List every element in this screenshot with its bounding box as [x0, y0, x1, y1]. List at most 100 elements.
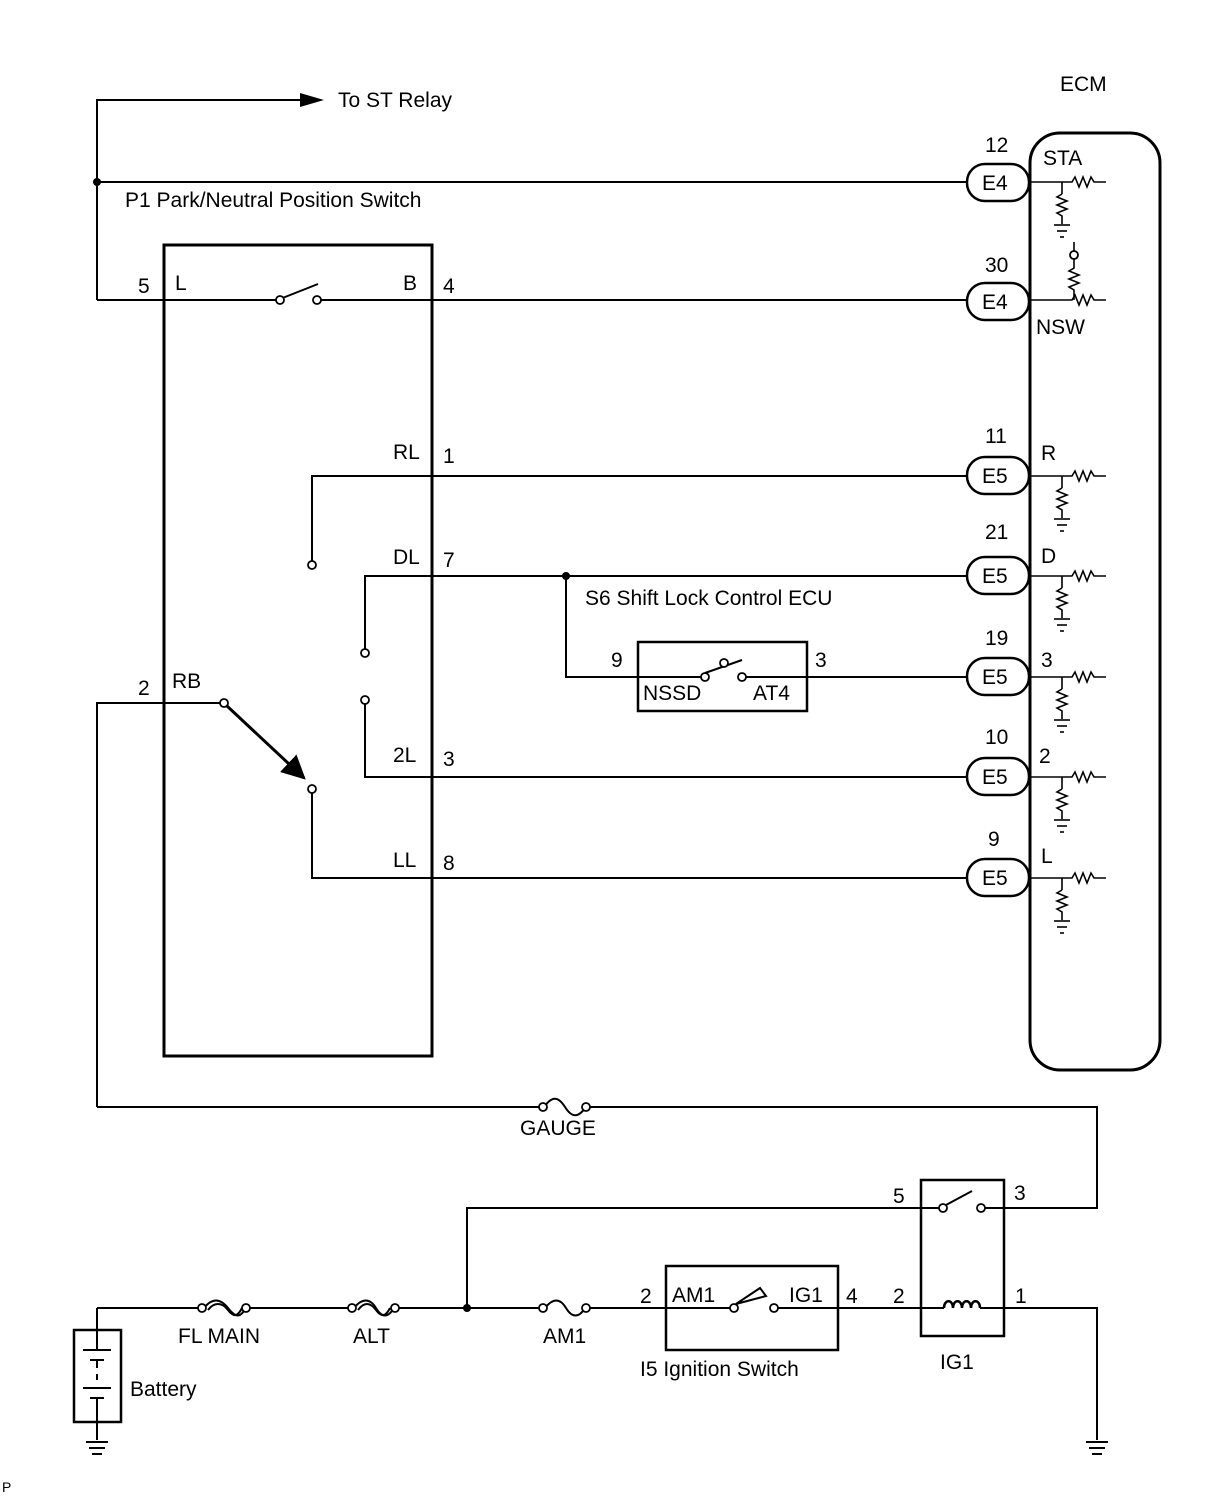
s6-terminal-at4: AT4: [753, 682, 790, 705]
ecm-resistor: [1062, 468, 1106, 484]
ecm-resistor: [1054, 487, 1070, 518]
s6-input-wire: [565, 576, 638, 678]
ecm-connector: [965, 281, 1031, 322]
relay-pin-1: 1: [1015, 1285, 1027, 1308]
p1-pin-1: 1: [443, 445, 455, 468]
am1-fuse: [538, 1299, 591, 1317]
ign-terminal-ig1: IG1: [789, 1284, 823, 1307]
gauge-wire: [590, 1106, 1098, 1209]
relay-pin-3: 3: [1014, 1182, 1026, 1205]
rl-wire: [311, 475, 968, 561]
ecm-signal-label: NSW: [1036, 316, 1085, 339]
ecm-pin-number: 19: [985, 627, 1008, 650]
ecm-resistor: [1062, 870, 1106, 886]
gauge-label: GAUGE: [520, 1117, 596, 1140]
fl-main-fuse: [197, 1299, 251, 1317]
p1-terminal-B: B: [403, 272, 417, 295]
battery-cells: [83, 1308, 111, 1440]
ecm-resistor: [1062, 292, 1106, 308]
ign-pin-4: 4: [846, 1285, 858, 1308]
relay-pin-2: 2: [893, 1285, 905, 1308]
to-st-relay-wire: [96, 93, 324, 300]
ecm-connector-label: E4: [982, 172, 1008, 195]
ecm-pin-number: 12: [985, 134, 1008, 157]
to-st-relay-label: To ST Relay: [338, 89, 452, 112]
ecm-signal-label: 3: [1041, 649, 1053, 672]
alt-fuse: [347, 1299, 400, 1317]
ground-symbol: [1086, 1441, 1108, 1455]
ecm-pin-number: 11: [985, 425, 1007, 448]
p1-pin-7: 7: [443, 549, 455, 572]
ecm-connector-label: E5: [982, 867, 1008, 890]
ecm-resistor: [1054, 688, 1070, 719]
p1-switch-label: P1 Park/Neutral Position Switch: [125, 189, 421, 212]
dl-contact: [360, 648, 370, 658]
ignition-switch-label: I5 Ignition Switch: [640, 1358, 799, 1381]
ecm-pin-number: 9: [988, 828, 1000, 851]
gauge-fuse: [538, 1097, 591, 1117]
relay-contact: [921, 1190, 1005, 1213]
ecm-resistor: [1062, 769, 1106, 785]
ecm-pin-number: 21: [985, 521, 1008, 544]
s6-terminal-nssd: NSSD: [643, 682, 701, 705]
battery-label: Battery: [130, 1378, 197, 1401]
ecm-box: [1028, 131, 1162, 1072]
ecm-resistor: [1062, 174, 1106, 190]
alt-label: ALT: [353, 1325, 390, 1348]
ll-wire: [311, 793, 968, 879]
ig1-relay-box: [919, 1178, 1006, 1338]
ign-pin-2: 2: [640, 1285, 652, 1308]
ground-symbol: [86, 1441, 108, 1455]
p1-pin-5: 5: [138, 275, 150, 298]
ecm-signal-label: R: [1041, 442, 1056, 465]
ecm-resistor: [1054, 587, 1070, 618]
ecm-connector-label: E5: [982, 465, 1008, 488]
ecm-connector-label: E5: [982, 766, 1008, 789]
p1-terminal-RL: RL: [393, 441, 420, 464]
p1-switch-box: [162, 243, 434, 1058]
p1-terminal-LL: LL: [393, 849, 416, 872]
ecm-resistor: [1066, 258, 1082, 300]
ecm-resistor: [1069, 250, 1079, 260]
ll-contact: [307, 784, 317, 794]
p1-terminal-L: L: [175, 272, 187, 295]
p1-pin-3: 3: [443, 748, 455, 771]
ig1-relay-label: IG1: [940, 1351, 974, 1374]
ecm-internal-resistors: [1029, 174, 1106, 934]
2l-wire: [364, 704, 968, 778]
relay-ground-wire: [1004, 1307, 1098, 1440]
junction-node: [93, 178, 101, 186]
ecm-resistor: [1054, 788, 1070, 819]
ecm-resistor: [1054, 889, 1070, 920]
s6-switch: [638, 658, 968, 682]
corner-mark: P: [2, 1479, 11, 1495]
am1-fuse-label: AM1: [543, 1325, 586, 1348]
ecm-signal-label: L: [1041, 845, 1053, 868]
rb-selector-arrow: [225, 704, 306, 780]
p1-pin-8: 8: [443, 852, 455, 875]
ecm-connector-label: E4: [982, 291, 1008, 314]
ignition-contacts: [666, 1286, 838, 1313]
dl-wire: [364, 575, 968, 649]
ecm-resistor: [1062, 568, 1106, 584]
ign-terminal-am1: AM1: [672, 1284, 715, 1307]
ecm-resistor: [1054, 193, 1070, 224]
nsw-wire: [97, 283, 968, 305]
p1-terminal-2L: 2L: [393, 744, 416, 767]
ecm-connector-label: E5: [982, 666, 1008, 689]
ecm-resistor: [1062, 669, 1106, 685]
ecm-signal-label: 2: [1039, 745, 1051, 768]
s6-pin-9: 9: [611, 649, 623, 672]
ecm-pin-number: 30: [985, 254, 1008, 277]
s6-pin-3: 3: [815, 649, 827, 672]
relay-coil-icon: [921, 1300, 1004, 1309]
rb-contact: [219, 698, 229, 708]
rl-contact: [307, 560, 317, 570]
rb-wire: [96, 702, 220, 1107]
fl-main-label: FL MAIN: [178, 1325, 260, 1348]
relay-feed-wire: [466, 1207, 921, 1308]
relay-pin-5: 5: [893, 1185, 905, 1208]
p1-terminal-RB: RB: [172, 670, 201, 693]
2l-contact: [360, 695, 370, 705]
